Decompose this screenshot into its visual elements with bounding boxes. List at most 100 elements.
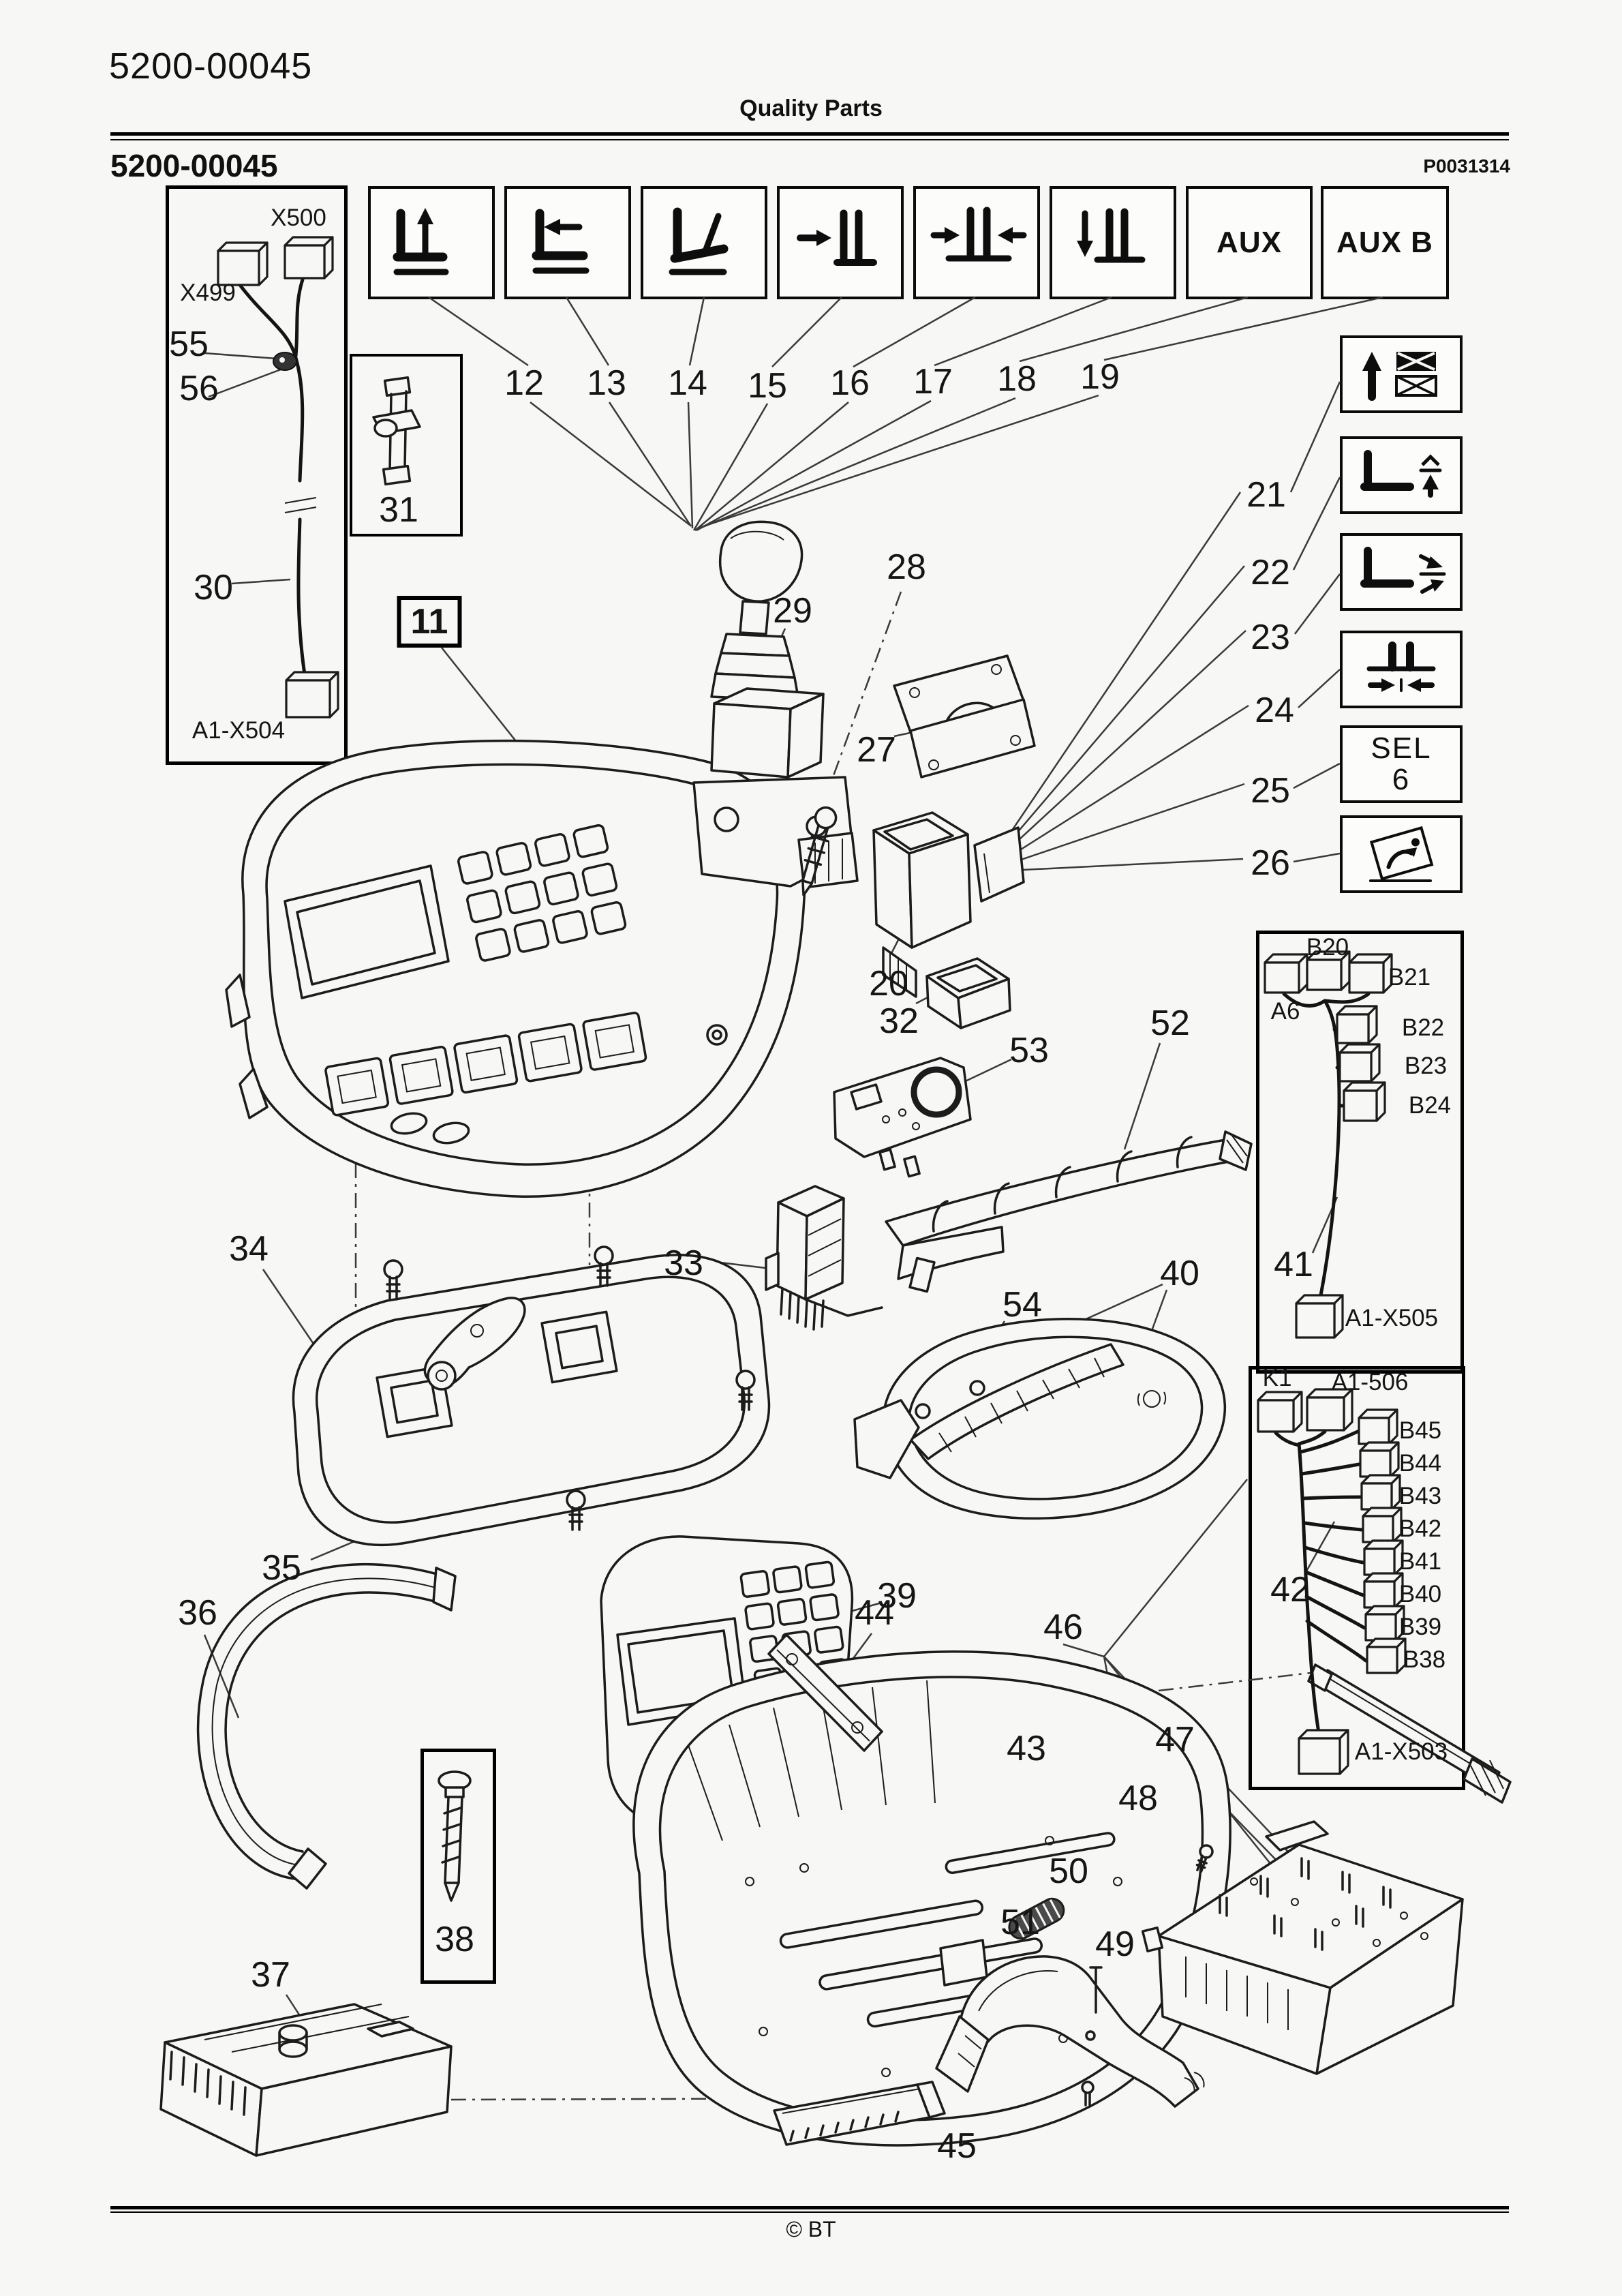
quality-parts-heading: Quality Parts <box>739 95 883 121</box>
harness-box-a1-x505 <box>1256 931 1464 1374</box>
connector-label-B42: B42 <box>1398 1515 1442 1542</box>
leader-line <box>699 394 1099 529</box>
copyright: © BT <box>786 2217 836 2241</box>
connector-label-A1-X504: A1-X504 <box>192 717 286 744</box>
seat-pan <box>632 1650 1231 2147</box>
leader-lines <box>203 296 1383 2145</box>
mounting-frame <box>292 1254 771 1547</box>
header-rule-thin <box>110 139 1509 140</box>
legend-fork-shift-right <box>777 186 904 299</box>
leader-line <box>821 591 902 808</box>
leader-line <box>1120 1289 1168 1413</box>
mast-tilt-icon <box>1360 547 1446 594</box>
valve-block <box>1141 1820 1464 2075</box>
connector-label-B24: B24 <box>1408 1092 1452 1119</box>
joystick-assembly <box>692 520 859 889</box>
callout-47: 47 <box>1155 1720 1195 1759</box>
leader-line <box>713 1788 766 1949</box>
legend-fork-reach-left <box>504 186 631 299</box>
connector-label-A1-506: A1-506 <box>1331 1369 1409 1395</box>
leader-line <box>1019 296 1249 363</box>
leader-line <box>771 297 842 367</box>
callout-51: 51 <box>1000 1903 1040 1942</box>
legend-fork-raise <box>368 186 495 299</box>
keypad <box>457 824 627 962</box>
callout-38: 38 <box>435 1920 474 1959</box>
legend-aux-b: AUX B <box>1321 186 1449 299</box>
connector-label-B44: B44 <box>1398 1450 1442 1477</box>
mounting-bar <box>767 1633 883 1752</box>
leader-line <box>955 1320 1006 1400</box>
leader-line <box>1294 573 1341 635</box>
connector-label-B21: B21 <box>1388 964 1431 991</box>
leader-line <box>999 1944 1024 1995</box>
leader-line <box>688 297 705 366</box>
load-lift-crossed-pallets-icon <box>1362 352 1437 401</box>
leader-line <box>973 1325 1010 1385</box>
leader-line <box>956 1058 1012 1087</box>
legend-mast-tilt <box>1340 533 1463 611</box>
controller-module <box>159 2003 453 2157</box>
figure-title: 5200-00045 <box>110 148 278 183</box>
leader-line <box>993 630 1246 864</box>
leader-line <box>441 647 527 755</box>
callout-12: 12 <box>504 363 544 403</box>
legend-load-lift <box>1340 335 1463 413</box>
connector-label-A1-X505: A1-X505 <box>1345 1305 1439 1331</box>
relay-module <box>765 1185 883 1331</box>
clamp-bracket <box>893 654 1036 779</box>
connector-label-B38: B38 <box>1403 1646 1446 1673</box>
legend-mast-lift <box>1340 436 1463 514</box>
callout-25: 25 <box>1251 771 1290 811</box>
sensor-plate <box>833 1057 972 1178</box>
connector-label-B22: B22 <box>1401 1014 1445 1041</box>
callout-49: 49 <box>1095 1924 1135 1964</box>
aux-b-label: AUX B <box>1336 226 1433 259</box>
leader-line <box>565 297 610 366</box>
callout-29: 29 <box>773 591 812 631</box>
connector-label-B45: B45 <box>1398 1417 1442 1444</box>
callout-30: 30 <box>194 568 233 607</box>
callout-31: 31 <box>379 490 418 530</box>
connector-label-A6: A6 <box>1270 998 1300 1025</box>
connector-label-B20: B20 <box>1306 934 1349 961</box>
callout-26: 26 <box>1251 843 1290 883</box>
footer-rule-thin <box>110 2211 1509 2213</box>
leader-line <box>923 1770 1022 1905</box>
footer-rule <box>110 2206 1509 2209</box>
harness-box-a1-x504 <box>166 185 348 765</box>
fork-reach-left-icon <box>532 209 590 274</box>
callout-22: 22 <box>1251 553 1290 592</box>
connector-label-B43: B43 <box>1398 1483 1442 1509</box>
leader-line <box>708 1260 778 1271</box>
callout-32: 32 <box>879 1001 919 1041</box>
legend-fork-spread <box>1340 631 1463 708</box>
leader-line <box>994 858 1244 873</box>
connector-label-A1-X503: A1-X503 <box>1354 1738 1448 1765</box>
leader-line <box>1097 1965 1119 1997</box>
armrest-control-unit <box>225 739 806 1198</box>
fork-spread-icon <box>1366 641 1436 692</box>
callout-19: 19 <box>1080 357 1120 397</box>
connector-label-X499: X499 <box>180 280 236 306</box>
connector-label-X500: X500 <box>271 205 326 231</box>
callout-46: 46 <box>1043 1607 1083 1647</box>
display-screen <box>284 864 450 999</box>
slider-rail <box>773 2081 946 2146</box>
callout-14: 14 <box>668 363 707 403</box>
leader-line <box>696 399 932 532</box>
callout-28: 28 <box>887 547 926 587</box>
aux-label: AUX <box>1216 226 1282 259</box>
leader-line <box>993 565 1245 861</box>
fork-shift-right-icon <box>797 209 877 266</box>
fork-raise-icon <box>393 208 449 275</box>
leader-line <box>1089 2013 1097 2081</box>
connector-label-B23: B23 <box>1404 1053 1448 1079</box>
callout-15: 15 <box>748 366 787 406</box>
callout-27: 27 <box>857 730 896 770</box>
leader-line <box>1042 1892 1071 1920</box>
callout-53: 53 <box>1009 1031 1049 1070</box>
legend-fork-tilt <box>641 186 767 299</box>
fork-tilt-icon <box>669 207 729 275</box>
